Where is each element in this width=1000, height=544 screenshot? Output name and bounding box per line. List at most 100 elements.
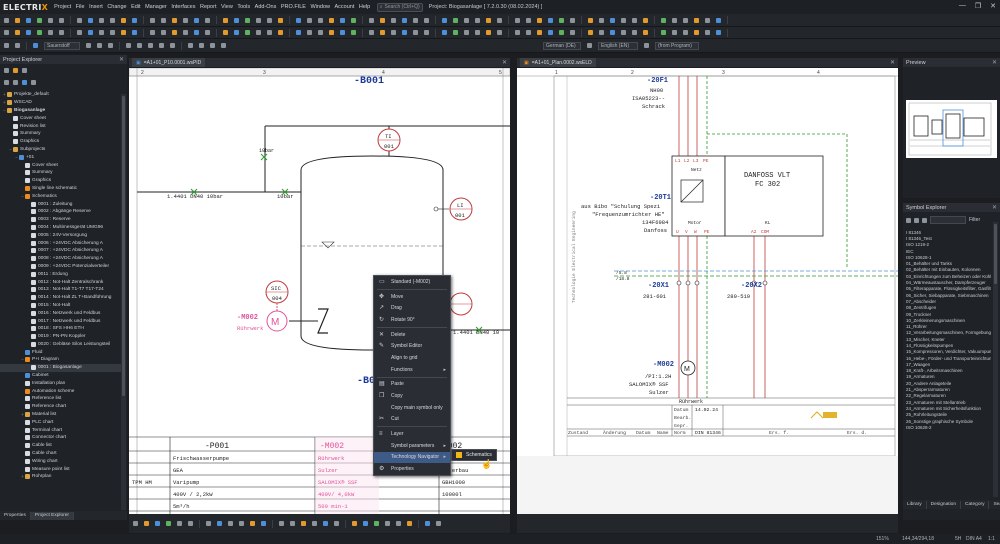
tab-search[interactable]: Search	[989, 501, 1000, 509]
tree-item[interactable]: Cable list	[0, 442, 124, 450]
draw-tool-icon-67[interactable]	[705, 30, 710, 35]
draw-tool-icon-39[interactable]	[413, 30, 418, 35]
main-tool-icon-4[interactable]	[48, 17, 53, 23]
tree-item[interactable]: Cover sheet	[0, 161, 124, 169]
symbol-list-item[interactable]: 14_Flüssigkeitspumpen	[906, 342, 954, 348]
draw-tool-icon-11[interactable]	[121, 30, 126, 35]
main-tool-icon-31[interactable]	[329, 17, 334, 23]
draw-tool-icon-24[interactable]	[256, 30, 261, 35]
canvas-tool-icon-1[interactable]	[144, 521, 149, 526]
main-tool-icon-14[interactable]	[150, 17, 155, 23]
draw-tool-icon-26[interactable]	[278, 30, 283, 35]
symbol-list-item[interactable]: 07_Abscheider	[906, 298, 937, 304]
main-tool-icon-12[interactable]	[132, 17, 137, 23]
symbol-list-item[interactable]: 26_Sonstige graphische Symbole	[906, 418, 974, 424]
translate-icon[interactable]	[587, 43, 592, 48]
tree-item[interactable]: Fluid	[0, 348, 124, 356]
main-tool-icon-29[interactable]	[307, 17, 312, 23]
context-menu-item-properties[interactable]: ⚙Properties	[374, 463, 450, 475]
bold-icon[interactable]	[86, 43, 91, 48]
draw-tool-icon-21[interactable]	[223, 30, 228, 35]
symbol-list-item[interactable]: 22_Regelarmaturen	[906, 393, 946, 399]
main-tool-icon-64[interactable]	[672, 17, 677, 23]
main-tool-icon-16[interactable]	[172, 17, 177, 23]
menu-insert[interactable]: Insert	[89, 4, 103, 10]
tree-item[interactable]: Revision list	[0, 122, 124, 130]
tree-item[interactable]: 0011 : Erdung	[0, 270, 124, 278]
sort-icon[interactable]	[31, 79, 36, 85]
canvas-tool-icon-8[interactable]	[217, 521, 222, 526]
draw-tool-icon-28[interactable]	[296, 30, 301, 35]
tree-item[interactable]: 0014 : Not-Halt ZL T+Bandführung	[0, 294, 124, 302]
draw-tool-icon-58[interactable]	[610, 30, 615, 35]
main-tool-icon-61[interactable]	[643, 17, 648, 23]
collapse-toggle-icon[interactable]: −	[3, 107, 6, 113]
tree-item[interactable]: 0003 : Reserve	[0, 216, 124, 224]
canvas-tool-icon-11[interactable]	[250, 521, 255, 526]
main-tool-icon-56[interactable]	[588, 17, 593, 23]
menu-file[interactable]: File	[75, 4, 85, 10]
draw-tool-icon-23[interactable]	[245, 30, 250, 35]
main-tool-icon-32[interactable]	[340, 17, 345, 23]
collapse-toggle-icon[interactable]: −	[21, 193, 24, 199]
tree-item[interactable]: −P+I Diagram	[0, 356, 124, 364]
tree-item[interactable]: 0016 : Netzwerk und Feldbus	[0, 309, 124, 317]
tree-item[interactable]: Automation scheme	[0, 387, 124, 395]
main-tool-icon-51[interactable]	[537, 17, 542, 23]
align-icon[interactable]	[4, 43, 9, 48]
tree-item[interactable]: Single line schematic	[0, 185, 124, 193]
context-menu-item-cut[interactable]: ✂Cut	[374, 414, 450, 426]
collapse-toggle-icon[interactable]: −	[9, 146, 12, 152]
main-tool-icon-19[interactable]	[205, 17, 210, 23]
symbol-list-item[interactable]: ISO 1219-2	[906, 242, 930, 248]
draw-tool-icon-12[interactable]	[132, 30, 137, 35]
tree-item[interactable]: −+01	[0, 153, 124, 161]
collapse-icon[interactable]	[13, 79, 18, 85]
main-tool-icon-50[interactable]	[526, 17, 531, 23]
line-width-icon[interactable]	[137, 43, 142, 48]
expand-toggle-icon[interactable]: +	[3, 100, 6, 106]
eld-drawing-canvas[interactable]: 1 2 3 4 Technologie Electrical Engineeri…	[517, 68, 898, 514]
draw-tool-icon-25[interactable]	[267, 30, 272, 35]
filter-label[interactable]: Filter	[969, 217, 981, 223]
main-tool-icon-10[interactable]	[110, 17, 115, 23]
expand-toggle-icon[interactable]: +	[3, 92, 6, 98]
symbol-list-item[interactable]: 09_Trockner	[906, 311, 932, 317]
main-tool-icon-39[interactable]	[413, 17, 418, 23]
tree-item[interactable]: −Subprojects	[0, 146, 124, 154]
main-tool-icon-46[interactable]	[486, 17, 491, 23]
symbol-list-item[interactable]: 04_Wärmeaustauscher, Dampferzeuger	[906, 280, 986, 286]
close-tab-icon[interactable]: ✕	[889, 60, 895, 66]
draw-tool-icon-59[interactable]	[621, 30, 626, 35]
main-tool-icon-24[interactable]	[256, 17, 261, 23]
context-menu-item-drag[interactable]: ↗Drag	[374, 302, 450, 314]
main-tool-icon-26[interactable]	[278, 17, 283, 23]
canvas-tool-icon-18[interactable]	[323, 521, 328, 526]
context-menu-item-delete[interactable]: ✕Delete	[374, 329, 450, 341]
main-tool-icon-18[interactable]	[194, 17, 199, 23]
canvas-tool-icon-19[interactable]	[334, 521, 339, 526]
draw-tool-icon-22[interactable]	[234, 30, 239, 35]
draw-tool-icon-52[interactable]	[548, 30, 553, 35]
main-tool-icon-28[interactable]	[296, 17, 301, 23]
main-tool-icon-33[interactable]	[351, 17, 356, 23]
draw-tool-icon-44[interactable]	[464, 30, 469, 35]
main-tool-icon-44[interactable]	[464, 17, 469, 23]
tree-item[interactable]: Cover sheet	[0, 114, 124, 122]
main-tool-icon-57[interactable]	[599, 17, 604, 23]
canvas-tool-icon-29[interactable]	[436, 521, 441, 526]
arrow-icon[interactable]	[148, 43, 153, 48]
symbol-search-input[interactable]	[930, 216, 966, 224]
tree-item[interactable]: 0013 : Not-Halt T1-T7 T17-T24	[0, 286, 124, 294]
canvas-tool-icon-7[interactable]	[206, 521, 211, 526]
fill-icon[interactable]	[159, 43, 164, 48]
canvas-tool-icon-0[interactable]	[133, 521, 138, 526]
symbol-list-item[interactable]: 06_Sicher, Siebapparate, Siebmaschinen	[906, 292, 989, 298]
tree-item[interactable]: Cabinet	[0, 372, 124, 380]
main-tool-icon-11[interactable]	[121, 17, 126, 23]
forward-icon[interactable]	[914, 217, 919, 223]
symbol-list-item[interactable]: ISO 10628-1	[906, 254, 932, 260]
draw-tool-icon-43[interactable]	[453, 30, 458, 35]
tree-item[interactable]: Cable chart	[0, 450, 124, 458]
back-icon[interactable]	[906, 217, 911, 223]
